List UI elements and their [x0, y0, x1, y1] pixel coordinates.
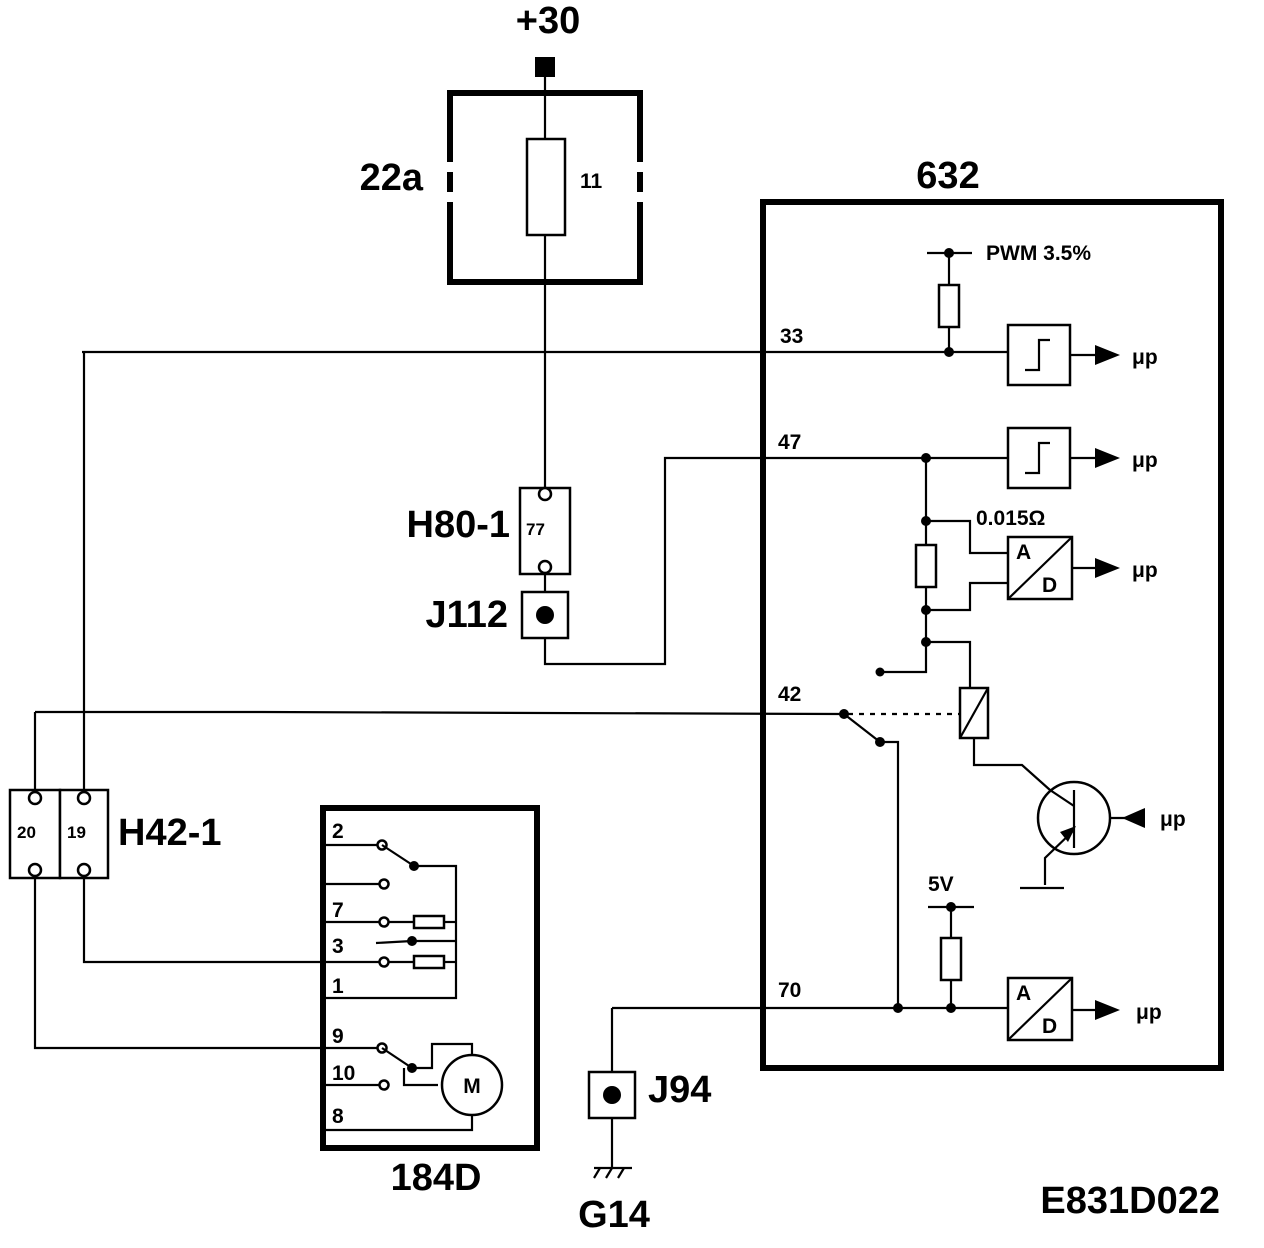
module-632	[760, 199, 1224, 1071]
ad2-d-label: D	[1042, 1015, 1057, 1038]
sw-pin-8: 8	[332, 1105, 344, 1128]
ground-label: G14	[578, 1194, 650, 1236]
micro-label-ad1: μp	[1132, 559, 1158, 582]
wire-47	[543, 456, 762, 666]
module-label: 632	[916, 155, 979, 197]
h80-pin-bottom	[537, 559, 553, 575]
sw-pin-7: 7	[332, 899, 344, 922]
sw-pin-9: 9	[332, 1025, 344, 1048]
h80-label: H80-1	[407, 504, 511, 546]
fuse-11	[525, 137, 567, 237]
j94-dot	[603, 1086, 621, 1104]
ground-symbol	[593, 1166, 632, 1179]
h42-pin20-label: 20	[17, 823, 36, 842]
ad1-d-label: D	[1042, 574, 1057, 597]
wire-42	[35, 710, 843, 716]
switch-box-184d	[320, 805, 540, 1151]
motor-label: M	[463, 1075, 481, 1098]
wire-19-to-3	[82, 876, 324, 964]
fuse-box-22a	[444, 90, 646, 285]
h80-pin-top	[537, 486, 553, 502]
pin33-label: 33	[780, 325, 803, 348]
ad2-a-label: A	[1016, 982, 1031, 1005]
supply-label: +30	[516, 0, 580, 42]
ad1-a-label: A	[1016, 541, 1031, 564]
j94-label: J94	[648, 1069, 711, 1111]
fuse-box-label: 22a	[360, 157, 424, 199]
v5-label: 5V	[928, 873, 954, 896]
supply-terminal	[535, 57, 555, 77]
sw-pin-10: 10	[332, 1062, 355, 1085]
j112-label: J112	[426, 594, 508, 636]
pwm-label: PWM 3.5%	[986, 242, 1091, 265]
wire-20-to-9	[33, 876, 324, 1050]
sw-pin-3: 3	[332, 935, 344, 958]
h80-pin-label: 77	[526, 520, 545, 539]
shunt-label: 0.015Ω	[976, 507, 1045, 530]
micro-label-33: μp	[1132, 346, 1158, 369]
switch-box-label: 184D	[391, 1157, 482, 1199]
micro-label-transistor: μp	[1160, 808, 1186, 831]
connector-h80-1	[518, 486, 572, 576]
h42-label: H42-1	[118, 812, 222, 854]
micro-label-ad2: μp	[1136, 1001, 1162, 1024]
pin47-label: 47	[778, 431, 801, 454]
j112-dot	[536, 606, 554, 624]
diagram-code: E831D022	[1040, 1180, 1220, 1222]
h42-pin19-label: 19	[67, 823, 86, 842]
micro-label-47: μp	[1132, 449, 1158, 472]
sw-pin-2: 2	[332, 820, 344, 843]
shunt-resistor	[914, 543, 938, 589]
pin42-label: 42	[778, 683, 801, 706]
sw-pin-1: 1	[332, 975, 344, 998]
pullup-resistor-70	[939, 936, 963, 982]
fuse-number-label: 11	[580, 170, 603, 193]
pullup-resistor-33	[937, 283, 961, 329]
pin70-label: 70	[778, 979, 801, 1002]
